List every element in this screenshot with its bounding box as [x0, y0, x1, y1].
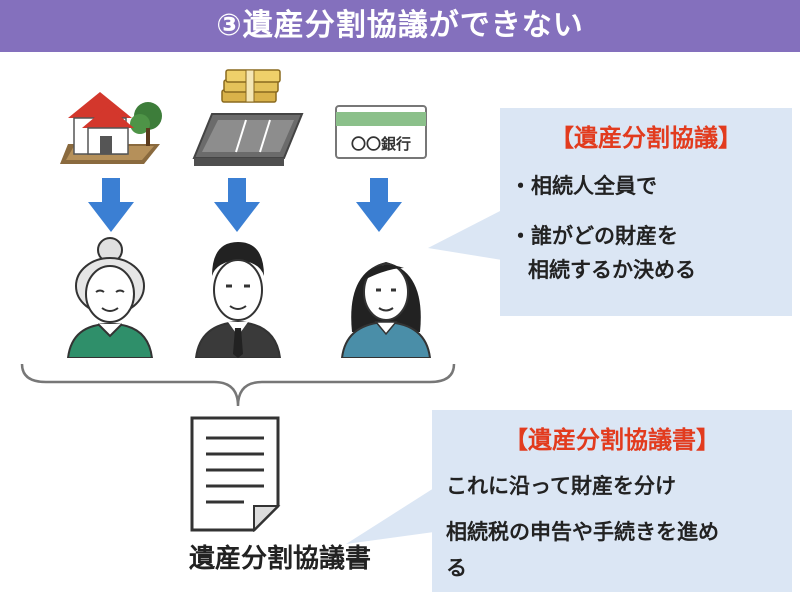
brace-icon — [20, 363, 456, 407]
house-icon — [60, 92, 162, 164]
money-bundle-icon — [221, 69, 281, 103]
callout-pointer-top — [428, 210, 502, 260]
callout-pointer-bottom — [346, 488, 434, 544]
land-icon — [192, 113, 304, 166]
callout-line: る — [446, 556, 467, 580]
bankbook-icon: 〇〇銀行 — [335, 105, 427, 159]
down-arrow-icon — [214, 178, 260, 232]
document-icon — [190, 416, 281, 532]
page-title: ③遺産分割協議ができない — [0, 0, 800, 52]
callout-line: これに沿って財産を分け — [446, 474, 676, 498]
callout-heading: 【遺産分割協議書】 — [504, 426, 720, 454]
bank-label: 〇〇銀行 — [351, 135, 411, 153]
callout-line: ・相続人全員で — [510, 174, 657, 198]
document-label: 遺産分割協議書 — [188, 544, 371, 574]
callout-line: 相続するか決める — [528, 258, 696, 282]
down-arrow-icon — [88, 178, 134, 232]
callout-line: 相続税の申告や手続きを進め — [446, 520, 719, 544]
man-icon — [194, 242, 282, 358]
grandmother-icon — [66, 237, 154, 358]
callout-line: ・誰がどの財産を — [510, 224, 678, 248]
callout-agreement-document: 【遺産分割協議書】 これに沿って財産を分け 相続税の申告や手続きを進め る — [432, 410, 792, 592]
down-arrow-icon — [356, 178, 402, 232]
callout-inheritance-agreement: 【遺産分割協議】 ・相続人全員で ・誰がどの財産を 相続するか決める — [500, 108, 792, 316]
woman-icon — [340, 262, 432, 358]
callout-heading: 【遺産分割協議】 — [550, 124, 742, 152]
